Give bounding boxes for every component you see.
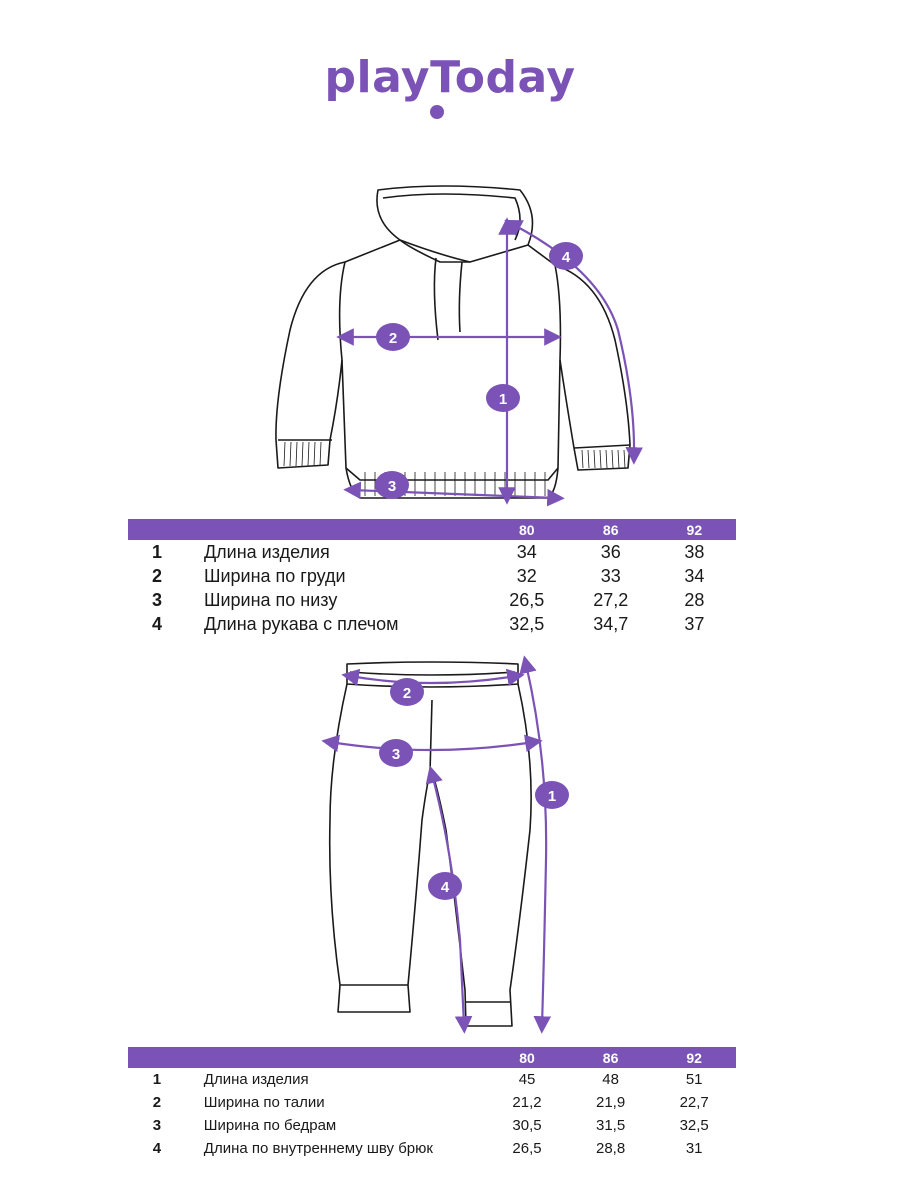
pants-size-86: 86 bbox=[602, 1049, 619, 1066]
row-value: 32,5 bbox=[679, 1117, 709, 1134]
row-value: 21,9 bbox=[595, 1094, 626, 1111]
pants-size-92: 92 bbox=[686, 1049, 702, 1066]
row-name: Длина изделия bbox=[203, 541, 330, 562]
hoodie-size-80: 80 bbox=[519, 521, 535, 538]
row-name: Длина изделия bbox=[203, 1071, 309, 1088]
pants-badge-1: 1 bbox=[535, 781, 569, 809]
row-number: 1 bbox=[152, 1071, 162, 1088]
pants-table-header: 80 86 92 bbox=[128, 1047, 736, 1068]
row-value: 22,7 bbox=[679, 1094, 709, 1111]
row-value: 26,5 bbox=[512, 1140, 542, 1157]
svg-text:4: 4 bbox=[441, 879, 450, 896]
row-value: 36 bbox=[600, 541, 621, 562]
row-value: 34 bbox=[516, 541, 537, 562]
hoodie-table-header: 80 86 92 bbox=[128, 519, 736, 540]
svg-text:1: 1 bbox=[548, 788, 556, 805]
hoodie-badge-3: 3 bbox=[375, 471, 409, 499]
pants-badges: 1 2 3 4 bbox=[379, 678, 569, 900]
pants-outline bbox=[328, 661, 532, 1027]
hoodie-badge-4: 4 bbox=[549, 242, 583, 270]
row-value: 38 bbox=[684, 541, 705, 562]
logo-dot bbox=[430, 105, 444, 119]
table-row: 2 Ширина по талии 21,2 21,9 22,7 bbox=[128, 1091, 736, 1114]
svg-text:2: 2 bbox=[403, 685, 411, 702]
pants-measure-lines bbox=[321, 655, 552, 1034]
svg-text:3: 3 bbox=[388, 478, 396, 495]
row-value: 27,2 bbox=[593, 589, 629, 610]
pants-badge-2: 2 bbox=[390, 678, 424, 706]
hoodie-badge-1: 1 bbox=[486, 384, 520, 412]
table-row: 2 Ширина по груди 32 33 34 bbox=[128, 564, 736, 588]
svg-text:2: 2 bbox=[389, 330, 397, 347]
logo-text: playToday bbox=[324, 52, 576, 103]
row-value: 33 bbox=[600, 565, 621, 586]
row-number: 3 bbox=[152, 1117, 162, 1134]
table-row: 3 Ширина по бедрам 30,5 31,5 32,5 bbox=[128, 1114, 736, 1137]
row-number: 2 bbox=[152, 1094, 162, 1111]
row-number: 4 bbox=[151, 613, 162, 634]
row-value: 51 bbox=[685, 1071, 703, 1088]
table-row: 1 Длина изделия 34 36 38 bbox=[128, 540, 736, 564]
pants-sketch: 1 2 3 4 bbox=[321, 655, 569, 1034]
row-value: 34,7 bbox=[593, 613, 629, 634]
svg-text:1: 1 bbox=[499, 391, 507, 408]
hoodie-badge-2: 2 bbox=[376, 323, 410, 351]
pants-badge-3: 3 bbox=[379, 739, 413, 767]
table-row: 1 Длина изделия 45 48 51 bbox=[128, 1068, 736, 1091]
row-name: Ширина по груди bbox=[203, 565, 346, 586]
row-value: 37 bbox=[684, 613, 705, 634]
row-name: Ширина по бедрам bbox=[203, 1117, 337, 1134]
hoodie-size-table: 80 86 92 1 Длина изделия 34 36 38 2 Шири… bbox=[128, 519, 736, 636]
pants-badge-4: 4 bbox=[428, 872, 462, 900]
row-value: 31 bbox=[685, 1140, 703, 1157]
row-value: 48 bbox=[602, 1071, 619, 1088]
row-value: 30,5 bbox=[512, 1117, 542, 1134]
hoodie-measure-lines bbox=[336, 217, 643, 507]
row-value: 26,5 bbox=[509, 589, 545, 610]
table-row: 3 Ширина по низу 26,5 27,2 28 bbox=[128, 588, 736, 612]
row-value: 45 bbox=[518, 1071, 536, 1088]
row-name: Длина по внутреннему шву брюк bbox=[203, 1140, 433, 1157]
row-value: 21,2 bbox=[512, 1094, 542, 1111]
row-value: 31,5 bbox=[595, 1117, 626, 1134]
hoodie-outline bbox=[275, 185, 631, 499]
table-row: 4 Длина рукава с плечом 32,5 34,7 37 bbox=[128, 612, 736, 636]
hoodie-size-92: 92 bbox=[686, 521, 703, 538]
hoodie-badges: 1 2 3 4 bbox=[375, 242, 583, 499]
hoodie-sketch: 1 2 3 4 bbox=[275, 185, 643, 507]
row-number: 4 bbox=[152, 1140, 162, 1157]
row-name: Ширина по талии bbox=[203, 1094, 325, 1111]
row-number: 2 bbox=[151, 565, 162, 586]
row-number: 3 bbox=[151, 589, 162, 610]
row-value: 32 bbox=[516, 565, 537, 586]
pants-size-80: 80 bbox=[519, 1049, 535, 1066]
pants-hip-line bbox=[321, 734, 543, 753]
row-value: 32,5 bbox=[509, 613, 545, 634]
row-number: 1 bbox=[151, 541, 162, 562]
row-value: 28 bbox=[684, 589, 705, 610]
row-name: Длина рукава с плечом bbox=[203, 613, 399, 634]
svg-text:3: 3 bbox=[392, 746, 400, 763]
svg-text:4: 4 bbox=[562, 249, 571, 266]
hoodie-size-86: 86 bbox=[602, 521, 619, 538]
pants-length-line bbox=[519, 655, 552, 1034]
row-value: 34 bbox=[684, 565, 705, 586]
pants-waist-line bbox=[341, 668, 525, 687]
pants-inseam-line bbox=[425, 765, 473, 1034]
brand-logo: playToday bbox=[0, 52, 900, 103]
table-row: 4 Длина по внутреннему шву брюк 26,5 28,… bbox=[128, 1137, 736, 1160]
row-name: Ширина по низу bbox=[203, 589, 338, 610]
row-value: 28,8 bbox=[595, 1140, 626, 1157]
pants-size-table: 80 86 92 1 Длина изделия 45 48 51 2 Шири… bbox=[128, 1047, 736, 1160]
